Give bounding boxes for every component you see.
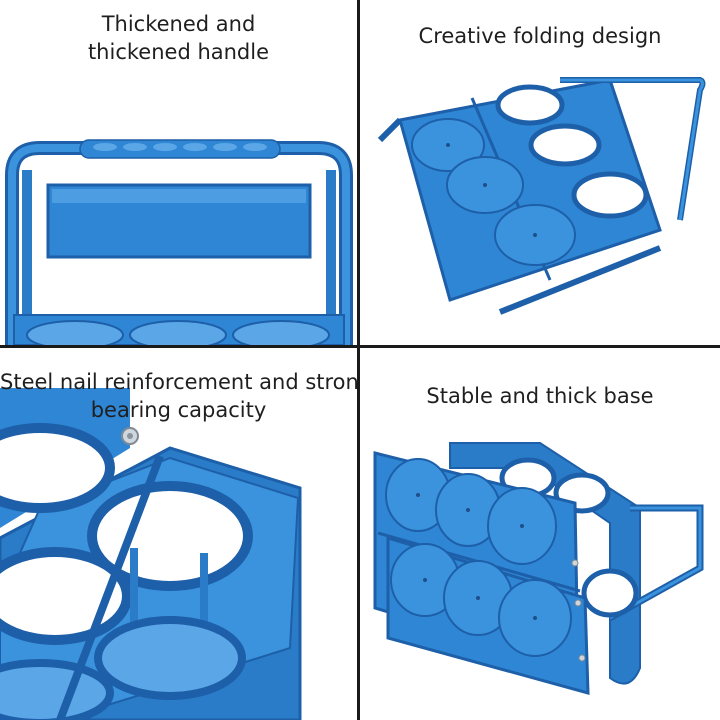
folding-photo [377, 77, 706, 315]
grid-divider-vertical [357, 0, 360, 720]
caption-line: bearing capacity [90, 398, 267, 422]
caption-line: thickened handle [87, 40, 270, 64]
panel-steel-nail: Steel nail reinforcement and strong bear… [0, 348, 357, 720]
panel-base: Stable and thick base [360, 348, 720, 720]
panel-folding: Creative folding design [360, 0, 720, 345]
caption-base: Stable and thick base [360, 382, 720, 410]
panel-handle: Thickened and thickened handle [0, 0, 357, 345]
caption-line: Creative folding design [418, 24, 662, 48]
caption-line: Steel nail reinforcement and strong [0, 370, 357, 394]
handle-photo [5, 139, 353, 345]
grid-divider-horizontal [0, 345, 720, 348]
steel-nail-photo [0, 388, 357, 720]
caption-steel-nail: Steel nail reinforcement and strong bear… [0, 368, 357, 424]
caption-line: Stable and thick base [426, 384, 654, 408]
caption-handle: Thickened and thickened handle [0, 10, 357, 66]
base-photo [373, 442, 704, 695]
caption-folding: Creative folding design [360, 22, 720, 50]
caption-line: Thickened and [101, 12, 256, 36]
